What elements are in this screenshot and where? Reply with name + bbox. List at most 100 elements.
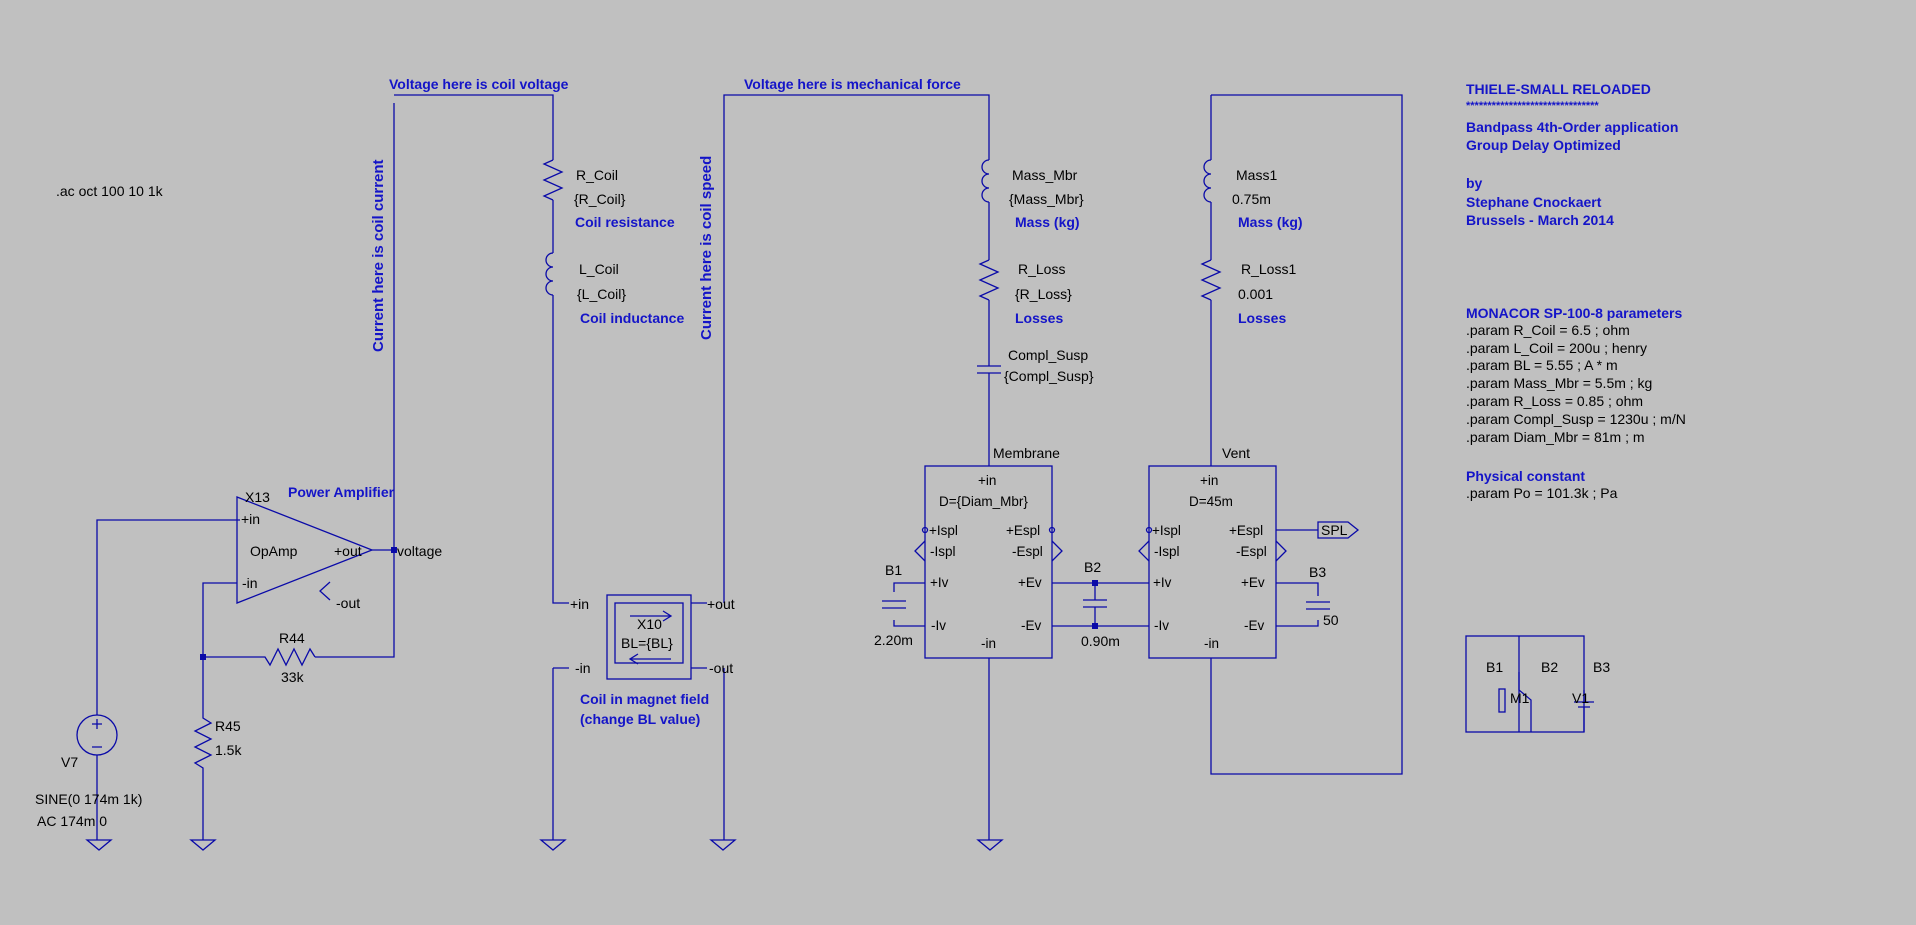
info-line1: Bandpass 4th-Order application bbox=[1466, 119, 1679, 135]
note-coil-current: Current here is coil current bbox=[370, 159, 387, 352]
vent-param[interactable]: D=45m bbox=[1189, 494, 1233, 509]
legend-box bbox=[1465, 635, 1594, 733]
x13-pin-nout: -out bbox=[336, 595, 361, 611]
r44-value[interactable]: 33k bbox=[281, 669, 304, 685]
b3-value[interactable]: 50 bbox=[1323, 612, 1339, 628]
ground-symbols bbox=[85, 839, 1004, 851]
r44-name[interactable]: R44 bbox=[279, 630, 305, 646]
r-loss1-value[interactable]: 0.001 bbox=[1238, 286, 1274, 302]
vent-pin-ispl-n: -Ispl bbox=[1154, 544, 1180, 559]
info-stars: ******************************* bbox=[1466, 100, 1599, 112]
vent-pin-ev-p: +Ev bbox=[1241, 575, 1265, 590]
x10-value[interactable]: BL={BL} bbox=[621, 635, 673, 651]
l-coil-value[interactable]: {L_Coil} bbox=[577, 286, 627, 302]
r-loss1-name[interactable]: R_Loss1 bbox=[1241, 261, 1297, 277]
v7-source[interactable] bbox=[76, 519, 240, 840]
param-line[interactable]: .param BL = 5.55 ; A * m bbox=[1466, 357, 1618, 373]
vent-box[interactable] bbox=[1138, 465, 1360, 659]
membrane-branch[interactable] bbox=[977, 159, 1001, 840]
b2-coupling[interactable] bbox=[1052, 580, 1149, 629]
b3-name[interactable]: B3 bbox=[1309, 564, 1327, 580]
info-line2: Group Delay Optimized bbox=[1466, 137, 1621, 153]
mass1-name[interactable]: Mass1 bbox=[1236, 167, 1278, 183]
note-mechanical-force: Voltage here is mechanical force bbox=[744, 76, 961, 92]
info-author: Stephane Cnockaert bbox=[1466, 194, 1602, 210]
info-title: THIELE-SMALL RELOADED bbox=[1466, 81, 1651, 97]
vent-pin-in-n: -in bbox=[1204, 636, 1220, 651]
x10-pin-out: +out bbox=[707, 596, 735, 612]
compl-susp-value[interactable]: {Compl_Susp} bbox=[1004, 368, 1094, 384]
mass1-value[interactable]: 0.75m bbox=[1232, 191, 1271, 207]
legend-b3: B3 bbox=[1593, 659, 1611, 675]
param-line[interactable]: .param R_Loss = 0.85 ; ohm bbox=[1466, 393, 1644, 409]
b1-value[interactable]: 2.20m bbox=[874, 632, 913, 648]
v7-value1[interactable]: SINE(0 174m 1k) bbox=[35, 791, 143, 807]
x10-pin-pin: +in bbox=[570, 596, 590, 612]
membrane-param[interactable]: D={Diam_Mbr} bbox=[939, 494, 1028, 509]
vent-pin-iv-n: -Iv bbox=[1154, 618, 1169, 633]
membrane-label[interactable]: Membrane bbox=[993, 445, 1060, 461]
simulation-directive[interactable]: .ac oct 100 10 1k bbox=[56, 183, 163, 199]
compl-susp-name[interactable]: Compl_Susp bbox=[1008, 347, 1089, 363]
l-coil-name[interactable]: L_Coil bbox=[579, 261, 619, 277]
param-line[interactable]: .param R_Coil = 6.5 ; ohm bbox=[1466, 322, 1630, 338]
coil-branch[interactable] bbox=[394, 94, 569, 840]
phys-param[interactable]: .param Po = 101.3k ; Pa bbox=[1466, 485, 1618, 501]
x10-pin-nout: -out bbox=[709, 660, 734, 676]
x13-pin-nin: -in bbox=[242, 575, 258, 591]
x10-pin-nin: -in bbox=[575, 660, 591, 676]
vent-branch[interactable] bbox=[1200, 94, 1403, 775]
param-line[interactable]: .param Compl_Susp = 1230u ; m/N bbox=[1466, 411, 1686, 427]
param-line[interactable]: .param Diam_Mbr = 81m ; m bbox=[1466, 429, 1645, 445]
membrane-pin-espl-n: -Espl bbox=[1012, 544, 1043, 559]
r-coil-note: Coil resistance bbox=[575, 214, 675, 230]
params-title: MONACOR SP-100-8 parameters bbox=[1466, 305, 1683, 321]
membrane-box[interactable] bbox=[882, 465, 1063, 659]
phys-title: Physical constant bbox=[1466, 468, 1586, 484]
net-voltage-label[interactable]: voltage bbox=[397, 543, 443, 559]
b2-value[interactable]: 0.90m bbox=[1081, 633, 1120, 649]
membrane-pin-in: +in bbox=[978, 473, 997, 488]
r45-name[interactable]: R45 bbox=[215, 718, 241, 734]
vent-pin-espl-p: +Espl bbox=[1229, 523, 1264, 538]
spl-net-label[interactable]: SPL bbox=[1321, 522, 1348, 538]
membrane-pin-iv-p: +Iv bbox=[930, 575, 949, 590]
info-by: by bbox=[1466, 175, 1483, 191]
legend-b2: B2 bbox=[1541, 659, 1559, 675]
x13-name[interactable]: X13 bbox=[245, 489, 270, 505]
x13-type[interactable]: OpAmp bbox=[250, 543, 298, 559]
x10-name[interactable]: X10 bbox=[637, 616, 662, 632]
v7-name[interactable]: V7 bbox=[61, 754, 79, 770]
mass-mbr-value[interactable]: {Mass_Mbr} bbox=[1009, 191, 1084, 207]
param-line[interactable]: .param Mass_Mbr = 5.5m ; kg bbox=[1466, 375, 1653, 391]
membrane-pin-ispl-p: +Ispl bbox=[929, 523, 958, 538]
feedback-network[interactable] bbox=[193, 103, 395, 840]
r45-value[interactable]: 1.5k bbox=[215, 742, 242, 758]
r-loss-value[interactable]: {R_Loss} bbox=[1015, 286, 1072, 302]
membrane-pin-espl-p: +Espl bbox=[1006, 523, 1041, 538]
r-loss-name[interactable]: R_Loss bbox=[1018, 261, 1066, 277]
vent-pin-espl-n: -Espl bbox=[1236, 544, 1267, 559]
b1-name[interactable]: B1 bbox=[885, 562, 903, 578]
x13-pin-pin: +in bbox=[241, 511, 261, 527]
v7-value2[interactable]: AC 174m 0 bbox=[37, 813, 108, 829]
gyrator-x10[interactable] bbox=[606, 94, 990, 840]
r-coil-value[interactable]: {R_Coil} bbox=[574, 191, 626, 207]
l-coil-note: Coil inductance bbox=[580, 310, 685, 326]
mass-mbr-note: Mass (kg) bbox=[1015, 214, 1080, 230]
vent-pin-iv-p: +Iv bbox=[1153, 575, 1172, 590]
r-loss-note: Losses bbox=[1015, 310, 1064, 326]
param-line[interactable]: .param L_Coil = 200u ; henry bbox=[1466, 340, 1647, 356]
note-power-amplifier: Power Amplifier bbox=[288, 484, 395, 500]
mass-mbr-name[interactable]: Mass_Mbr bbox=[1012, 167, 1078, 183]
vent-pin-ispl-p: +Ispl bbox=[1152, 523, 1181, 538]
membrane-pin-iv-n: -Iv bbox=[931, 618, 946, 633]
legend-b1: B1 bbox=[1486, 659, 1504, 675]
membrane-pin-ev-p: +Ev bbox=[1018, 575, 1042, 590]
legend-v1: V1 bbox=[1572, 690, 1590, 706]
r-coil-name[interactable]: R_Coil bbox=[576, 167, 619, 183]
mass1-note: Mass (kg) bbox=[1238, 214, 1303, 230]
b2-name[interactable]: B2 bbox=[1084, 559, 1102, 575]
vent-label[interactable]: Vent bbox=[1222, 445, 1251, 461]
